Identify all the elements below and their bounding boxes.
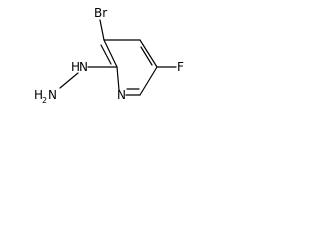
bond-c2-c3-inner	[100, 44, 112, 65]
atom-fluorine: F	[177, 60, 184, 74]
atom-nh2-nitrogen: N	[48, 88, 57, 102]
bond-c2-c3	[103, 39, 118, 68]
bond-c3-br	[99, 19, 105, 41]
atom-ring-nitrogen: N	[117, 88, 126, 102]
bond-c4-c5	[139, 39, 158, 68]
bond-nh-nh2	[59, 72, 79, 89]
structure-diagram: Br F N H N H 2 N	[34, 6, 184, 105]
bond-n1-c2	[116, 66, 120, 91]
bonds	[59, 19, 177, 96]
atom-nh2-hydrogen: H	[34, 88, 43, 102]
atom-nh-nitrogen: N	[79, 60, 88, 74]
bond-c4-c5-inner	[140, 46, 153, 66]
atom-nh2-subscript: 2	[42, 96, 47, 105]
atom-bromine: Br	[94, 6, 107, 20]
atom-nh-hydrogen: H	[71, 60, 80, 74]
bond-c5-c6	[139, 66, 158, 96]
